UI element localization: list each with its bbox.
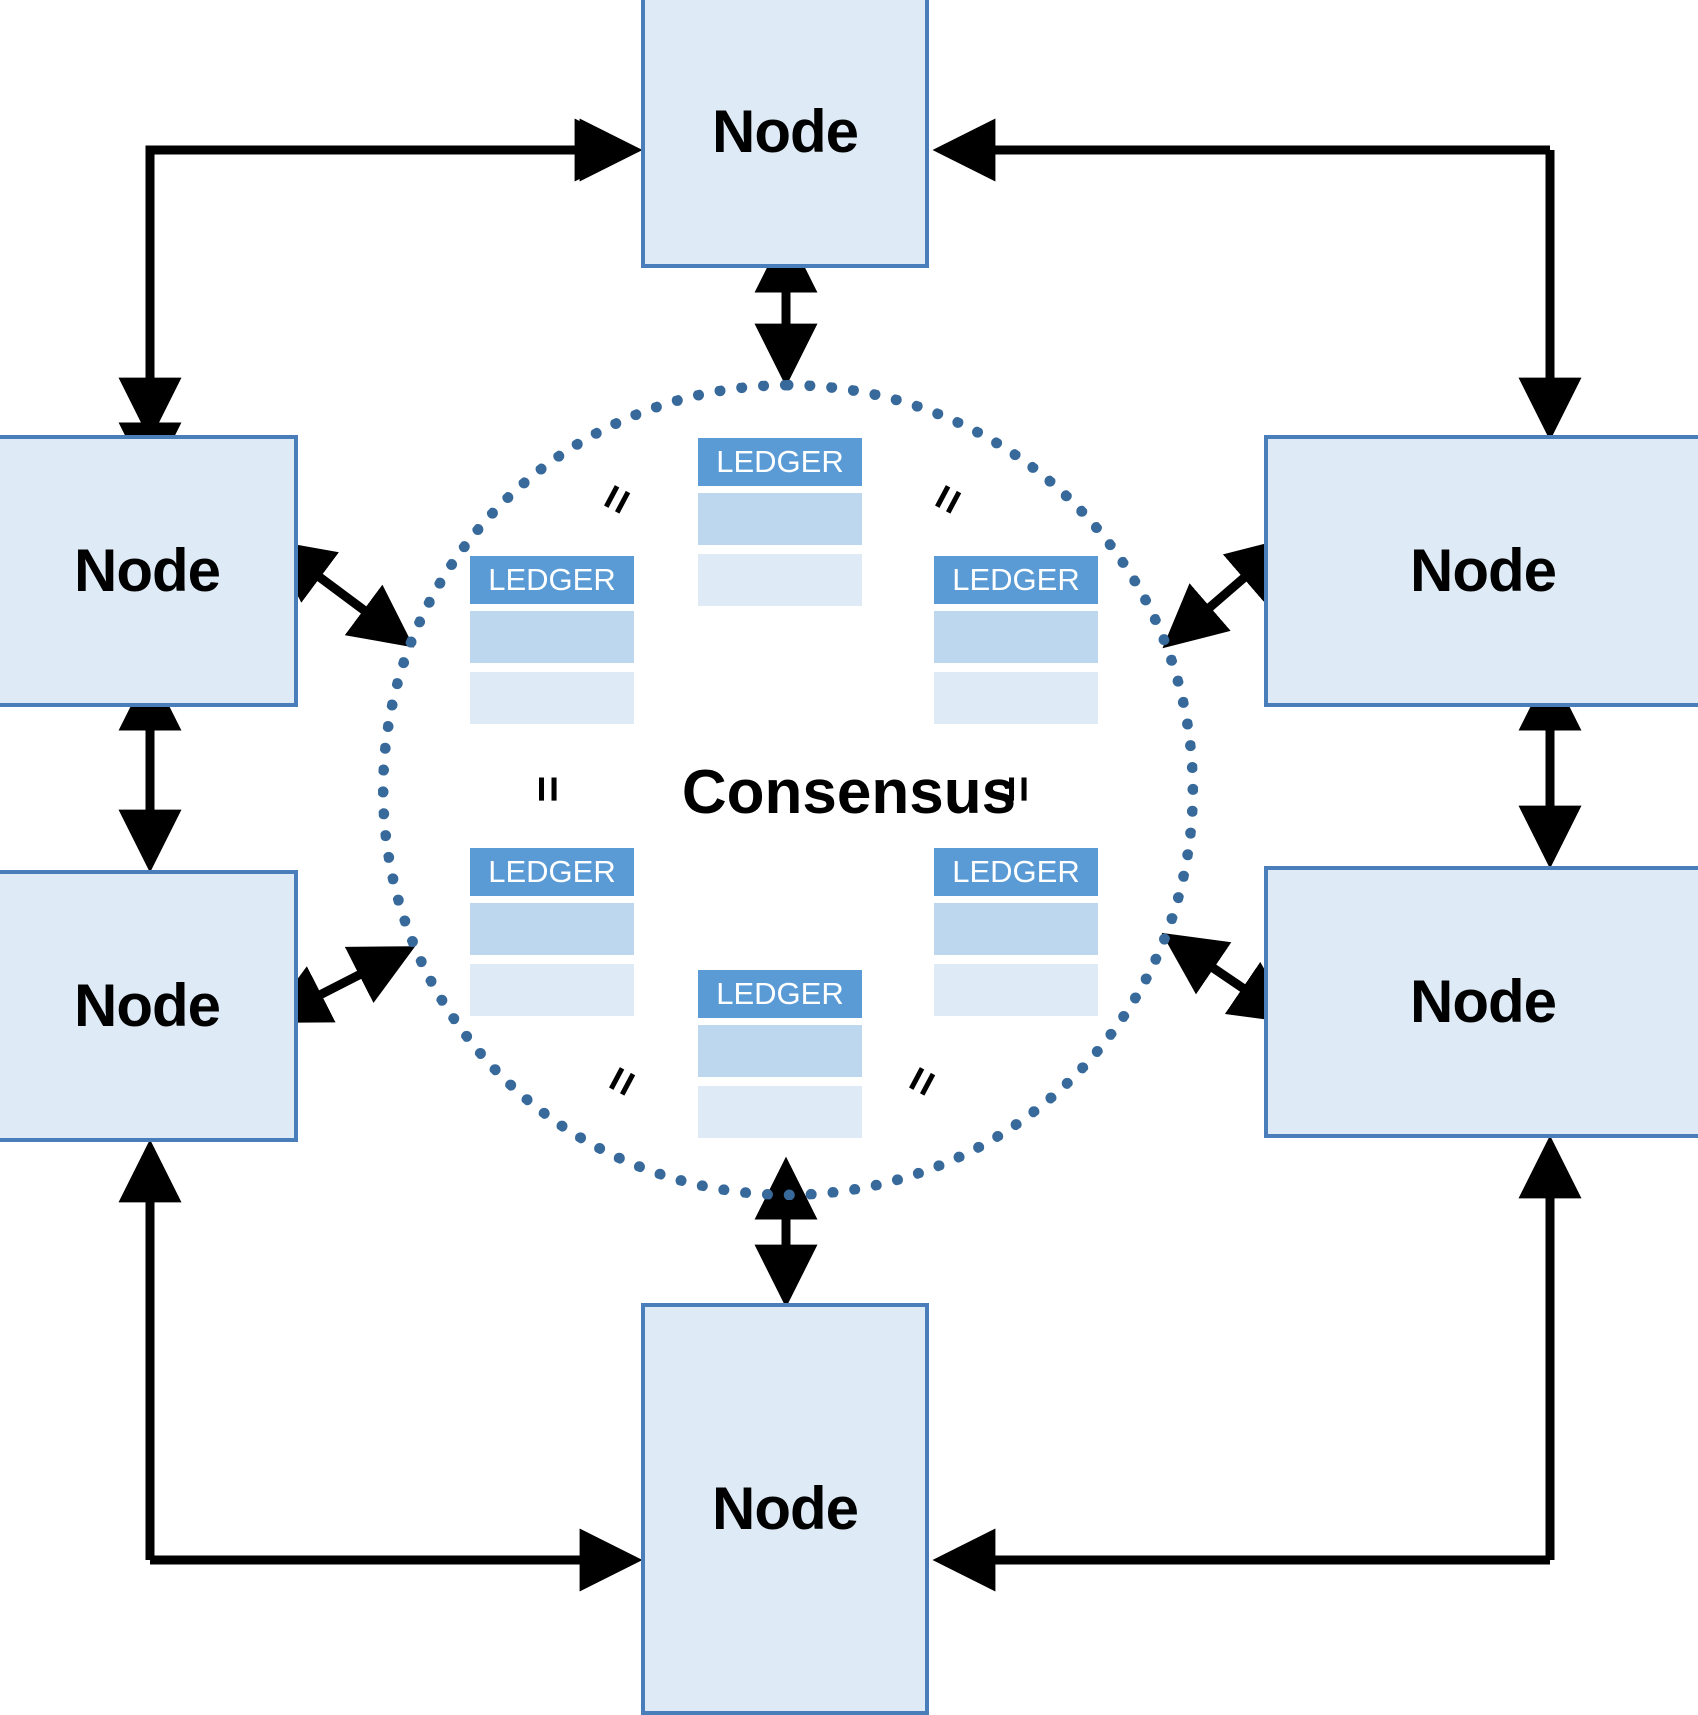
- node-box-right-lower[interactable]: Node: [1264, 866, 1698, 1138]
- node-box-right-upper[interactable]: Node: [1264, 435, 1698, 707]
- ledger-row-primary: [698, 493, 862, 545]
- ledger-header: LEDGER: [470, 556, 634, 604]
- ledger-row-secondary: [698, 554, 862, 606]
- ledger-card-left-lower[interactable]: LEDGER: [470, 848, 634, 1016]
- connector-rightlower-to-consensus: [1161, 932, 1295, 1024]
- ledger-card-top[interactable]: LEDGER: [698, 438, 862, 606]
- node-label: Node: [1410, 968, 1557, 1035]
- connector-leftupper-to-top: [118, 118, 638, 486]
- ledger-card-left-upper[interactable]: LEDGER: [470, 556, 634, 724]
- ledger-card-right-upper[interactable]: LEDGER: [934, 556, 1098, 724]
- node-label: Node: [1410, 537, 1557, 604]
- connector-leftlower-to-consensus: [265, 946, 416, 1023]
- consensus-boundary-circle: [378, 380, 1198, 1200]
- connector-rightupper-to-consensus: [1162, 537, 1292, 649]
- ledger-row-secondary: [470, 964, 634, 1016]
- ledger-header: LEDGER: [934, 556, 1098, 604]
- ledger-row-secondary: [934, 964, 1098, 1016]
- ledger-header: LEDGER: [934, 848, 1098, 896]
- ledger-card-bottom[interactable]: LEDGER: [698, 970, 862, 1138]
- ledger-row-primary: [934, 903, 1098, 955]
- ledger-row-primary: [934, 611, 1098, 663]
- node-box-top[interactable]: Node: [641, 0, 929, 268]
- consensus-label: Consensus: [681, 758, 1017, 827]
- node-box-left-lower[interactable]: Node: [0, 870, 298, 1142]
- ledger-row-primary: [698, 1025, 862, 1077]
- node-label: Node: [712, 98, 859, 165]
- ledger-row-secondary: [934, 672, 1098, 724]
- node-box-bottom[interactable]: Node: [641, 1303, 929, 1715]
- ledger-row-secondary: [698, 1086, 862, 1138]
- ledger-row-primary: [470, 611, 634, 663]
- node-label: Node: [74, 537, 221, 604]
- ledger-header: LEDGER: [470, 848, 634, 896]
- node-box-left-upper[interactable]: Node: [0, 435, 298, 707]
- node-label: Node: [712, 1475, 859, 1542]
- node-label: Node: [74, 972, 221, 1039]
- ledger-card-right-lower[interactable]: LEDGER: [934, 848, 1098, 1016]
- ledger-row-secondary: [470, 672, 634, 724]
- ledger-row-primary: [470, 903, 634, 955]
- ledger-header: LEDGER: [698, 970, 862, 1018]
- connector-leftupper-to-consensus: [269, 539, 415, 648]
- ledger-header: LEDGER: [698, 438, 862, 486]
